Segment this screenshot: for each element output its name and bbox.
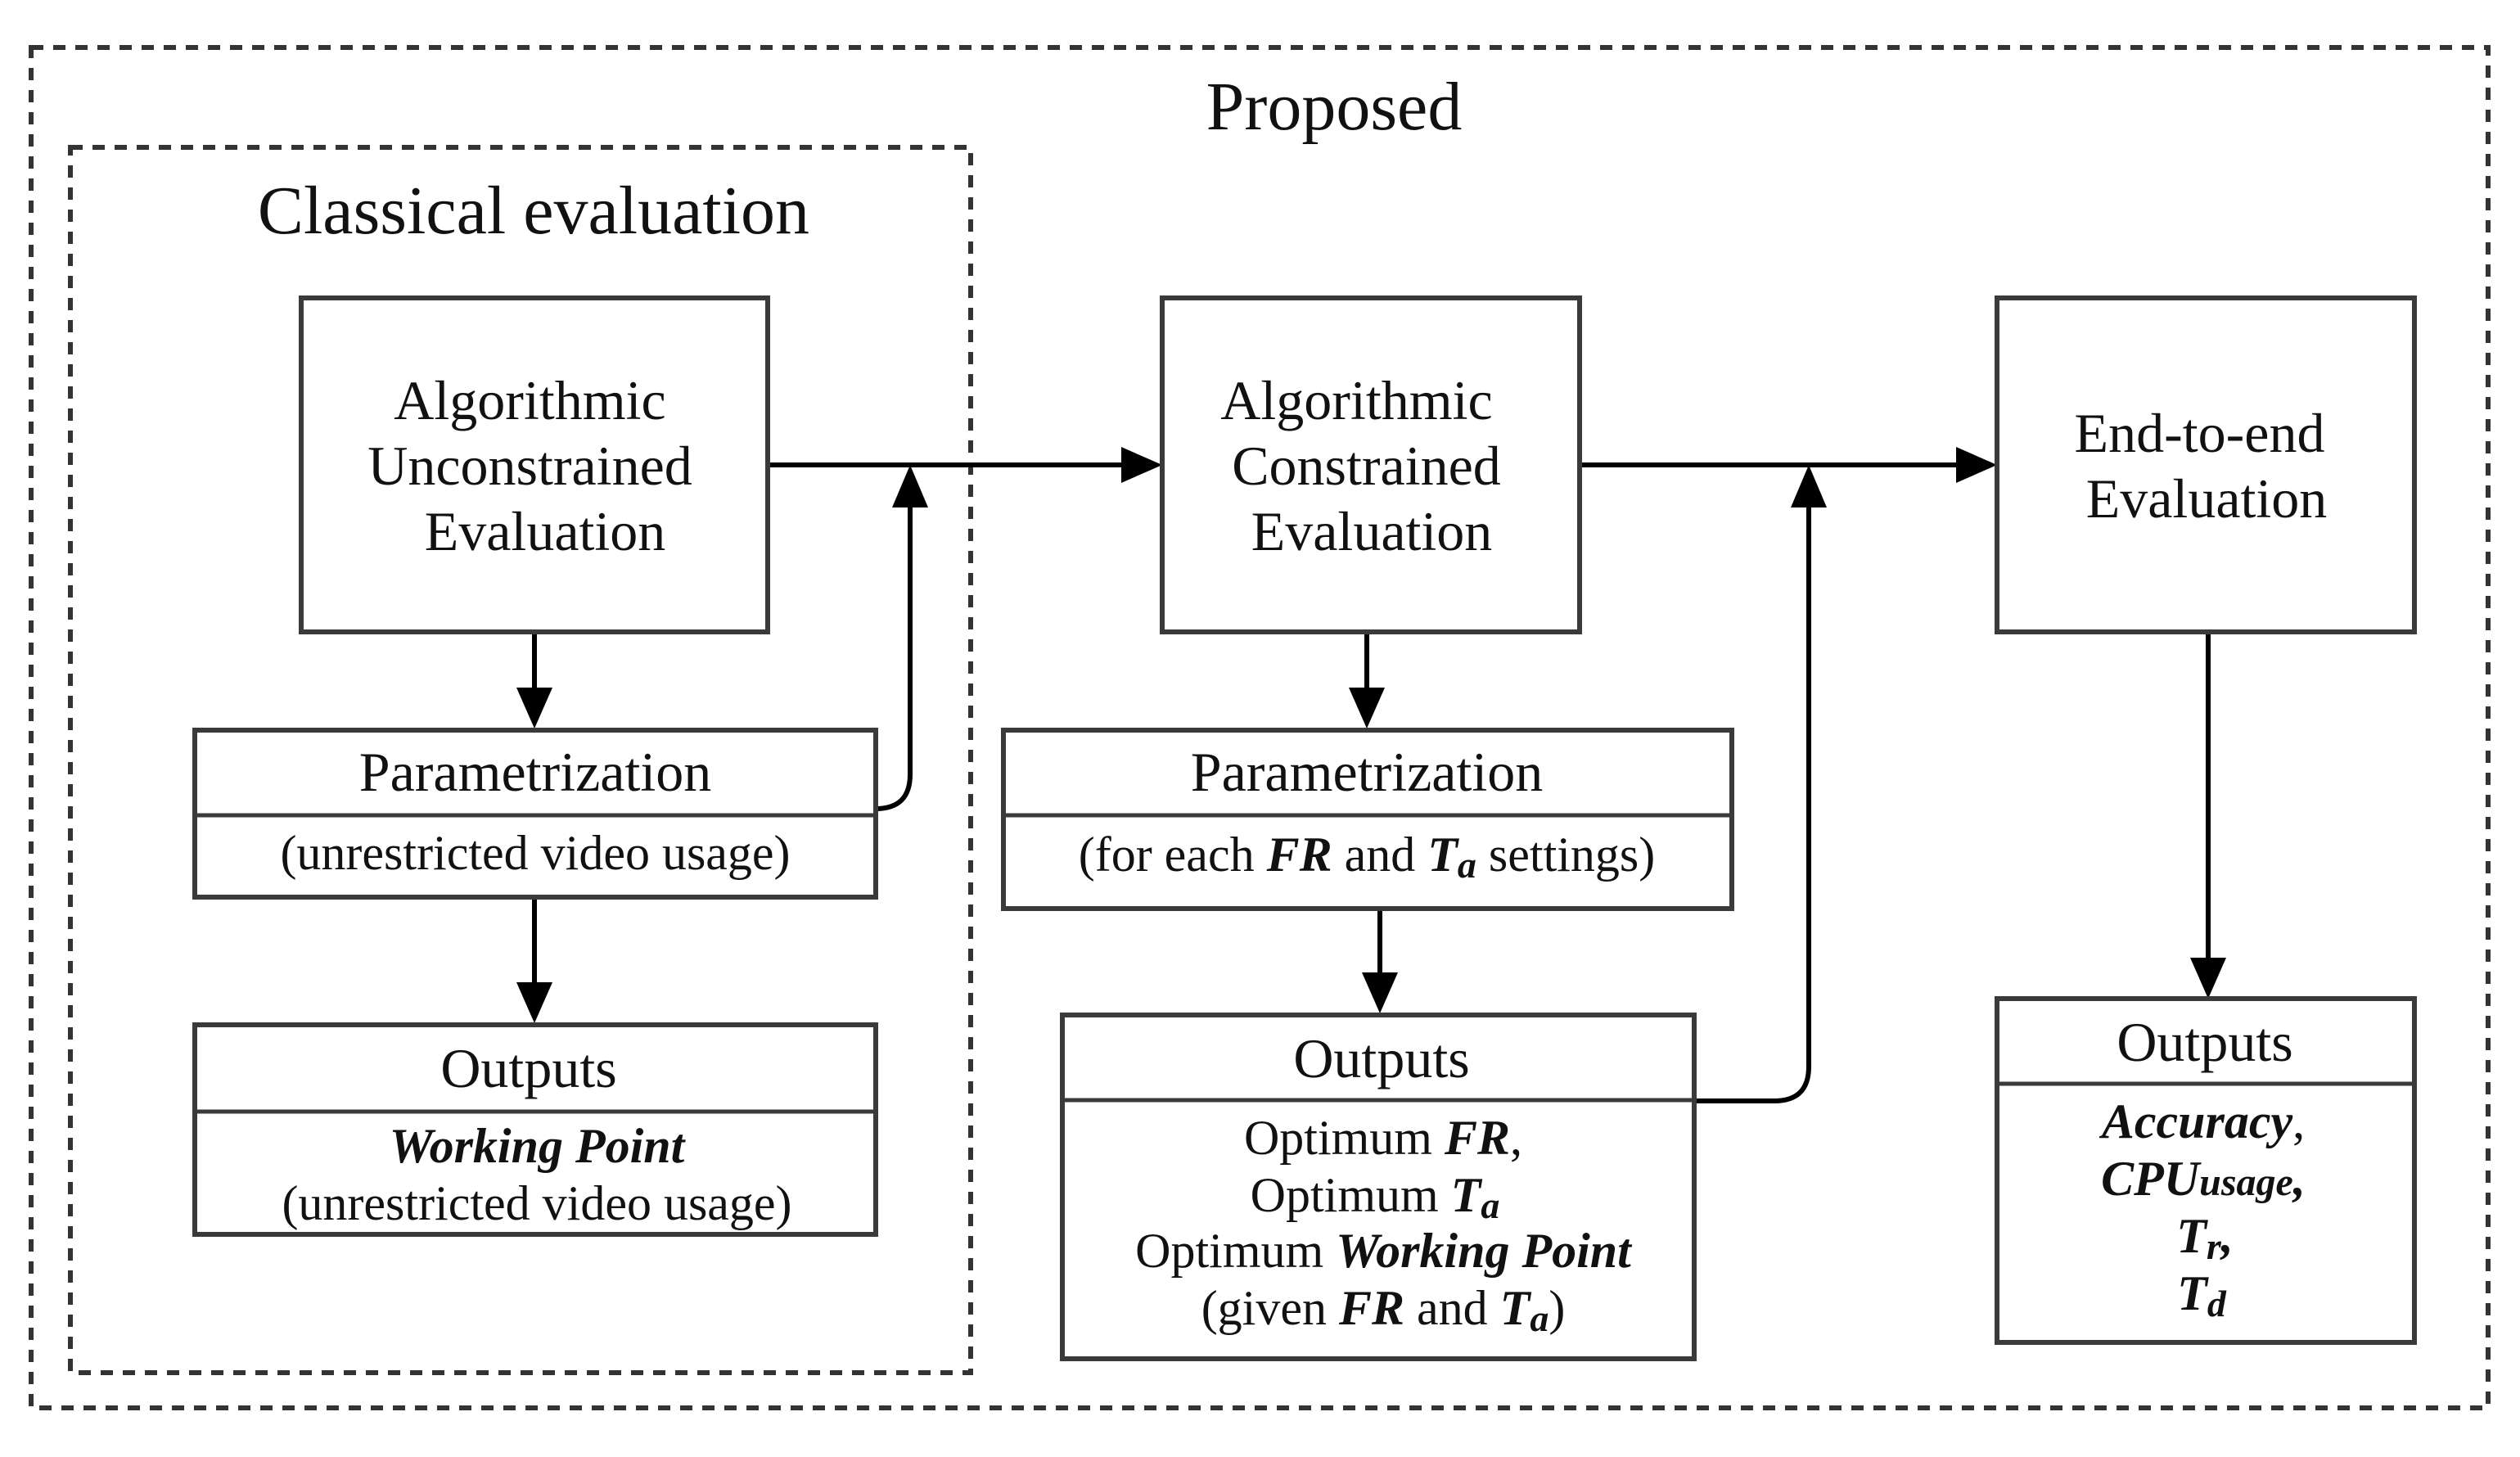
arrow-outputs2-to-main bbox=[1647, 504, 1811, 1103]
constrained-eval-title: Algorithmic Constrained Evaluation bbox=[1220, 369, 1515, 562]
outputs3-box bbox=[1995, 996, 2417, 1345]
unconstrained-eval-title: Algorithmic Unconstrained Evaluation bbox=[367, 369, 706, 562]
outputs3-accuracy: Accuracy, bbox=[2098, 1094, 2305, 1148]
arrowhead-stage3 bbox=[1956, 447, 1997, 483]
end-to-end-eval-box bbox=[1995, 295, 2417, 634]
arrowhead-param2 bbox=[1349, 688, 1385, 728]
arrowhead-param1-up bbox=[892, 465, 928, 507]
outputs1-box bbox=[192, 1022, 878, 1237]
stage3: End-to-end Evaluation Outputs Accuracy, … bbox=[1995, 295, 2417, 1345]
unconstrained-eval-box bbox=[299, 295, 770, 634]
outputs3-cpu-usage: CPUusage, bbox=[2101, 1152, 2306, 1206]
outputs3-header: Outputs bbox=[2117, 1011, 2292, 1073]
param2-box bbox=[1001, 728, 1734, 911]
classical-group-border bbox=[68, 145, 973, 1375]
param1-body: (unrestricted video usage) bbox=[280, 826, 790, 880]
classical-group-label: Classical evaluation bbox=[258, 173, 809, 249]
arrowhead-param1 bbox=[516, 688, 552, 728]
outputs1-video-usage: (unrestricted video usage) bbox=[282, 1176, 791, 1230]
outputs2-optimum-fr: Optimum FR, bbox=[1244, 1111, 1522, 1165]
connectors bbox=[516, 447, 2226, 1103]
arrowhead-outputs2 bbox=[1362, 972, 1398, 1013]
outputs2-optimum-ta: Optimum Ta bbox=[1251, 1168, 1500, 1226]
outputs1-working-point: Working Point bbox=[390, 1119, 687, 1173]
constrained-eval-box bbox=[1160, 295, 1582, 634]
arrowhead-outputs2-up bbox=[1791, 465, 1827, 507]
end-to-end-eval-title: End-to-end Evaluation bbox=[2075, 402, 2339, 530]
arrow-param1-to-main bbox=[875, 504, 913, 811]
stage2: Algorithmic Constrained Evaluation Param… bbox=[1001, 295, 1734, 1361]
proposed-group-label: Proposed bbox=[1206, 69, 1463, 145]
outputs2-header: Outputs bbox=[1293, 1027, 1469, 1089]
outputs2-box bbox=[1060, 1013, 1697, 1361]
stage1: Algorithmic Unconstrained Evaluation Par… bbox=[192, 295, 878, 1237]
arrowhead-outputs1 bbox=[516, 982, 552, 1023]
outputs3-tr: Tr, bbox=[2176, 1209, 2234, 1267]
proposed-group-border bbox=[29, 45, 2491, 1410]
outputs2-given: (given FR and Ta) bbox=[1201, 1281, 1566, 1339]
arrowhead-outputs3 bbox=[2190, 958, 2226, 999]
param2-body: (for each FR and Ta settings) bbox=[1079, 828, 1656, 886]
arrowhead-stage2 bbox=[1121, 447, 1162, 483]
outputs1-header: Outputs bbox=[440, 1037, 616, 1099]
param1-header: Parametrization bbox=[359, 741, 711, 803]
outputs3-td: Td bbox=[2177, 1266, 2227, 1324]
param2-header: Parametrization bbox=[1191, 741, 1543, 803]
outputs2-optimum-working-point: Optimum Working Point bbox=[1135, 1224, 1633, 1278]
